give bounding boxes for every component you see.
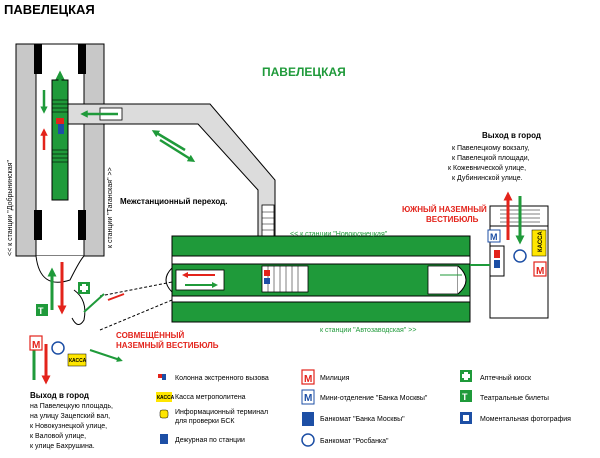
atm-rosbank-icon xyxy=(513,249,527,263)
atm-rosbank-icon-west xyxy=(51,341,65,355)
legend: Колонна экстренного вызова КАССА Касса м… xyxy=(156,369,571,447)
exit-east-line-1: к Павелецкому вокзалу, xyxy=(452,145,529,152)
svg-text:M: M xyxy=(490,232,498,242)
svg-text:M: M xyxy=(536,266,544,277)
legend-item-militia: Милиция xyxy=(320,375,350,382)
emergency-column-icon xyxy=(158,374,164,378)
theatre-tickets-legend-icon xyxy=(460,390,472,402)
svg-text:M: M xyxy=(32,340,40,351)
label-to-novokuznetskaya: << к станции "Новокузнецкая" xyxy=(290,231,388,238)
legend-item-mini-bank: Мини-отделение "Банка Москвы" xyxy=(320,395,428,402)
south-vestibule xyxy=(470,191,549,319)
exit-east-title: Выход в город xyxy=(482,131,541,140)
legend-item-photo: Моментальная фотография xyxy=(480,416,571,423)
station-title: ПАВЕЛЕЦКАЯ xyxy=(262,65,346,79)
exit-west-line-1: на Павелецкую площадь, xyxy=(30,403,113,410)
exit-east-line-4: к Дубининской улице. xyxy=(452,174,523,182)
bank-moscow-branch-legend-icon xyxy=(301,389,315,405)
svg-text:КАССА: КАССА xyxy=(69,358,87,364)
exit-west-line-3: к Новокузнецкой улице, xyxy=(30,422,107,430)
legend-item-terminal-2: для проверки БСК xyxy=(175,418,235,425)
theatre-tickets-icon: T xyxy=(36,304,48,316)
combined-vestibule-title-2: НАЗЕМНЫЙ ВЕСТИБЮЛЬ xyxy=(116,341,219,350)
transfer-label: Межстанционный переход. xyxy=(120,197,227,206)
ticket-office-legend-icon xyxy=(156,392,172,402)
pharmacy-icon xyxy=(78,282,90,294)
militia-icon: M xyxy=(533,261,547,277)
militia-icon-west: M xyxy=(29,335,43,351)
legend-item-atm-bank-moscow: Банкомат "Банка Москвы" xyxy=(320,416,405,423)
legend-item-terminal-1: Информационный терминал xyxy=(175,408,268,416)
info-terminal-icon xyxy=(159,409,169,419)
exit-west-line-5: к улице Бахрушина. xyxy=(30,443,95,450)
exit-east-line-2: к Павелецкой площади, xyxy=(452,154,530,162)
label-to-taganskaya: к станции "Таганская" >> xyxy=(107,167,114,248)
right-platform xyxy=(165,235,471,323)
exit-west-line-4: к Валовой улице, xyxy=(30,432,86,440)
legend-item-duty: Дежурная по станции xyxy=(175,437,245,444)
legend-item-theatre: Театральные билеты xyxy=(480,394,549,402)
svg-text:M: M xyxy=(304,374,312,385)
legend-item-emergency: Колонна экстренного вызова xyxy=(175,375,269,382)
label-to-avtozavodskaya: к станции "Автозаводская" >> xyxy=(320,327,416,334)
combined-vestibule xyxy=(29,255,173,385)
exit-east-line-3: к Кожевнической улице, xyxy=(448,164,526,172)
duty-station-icon xyxy=(160,434,168,444)
svg-text:КАССА: КАССА xyxy=(157,395,175,401)
exit-west-line-2: на улицу Зацепский вал, xyxy=(30,412,110,420)
page-title: ПАВЕЛЕЦКАЯ xyxy=(4,2,95,17)
atm-rosbank-legend-icon xyxy=(301,433,315,447)
svg-text:M: M xyxy=(304,393,312,404)
legend-item-pharmacy: Аптечный киоск xyxy=(480,374,532,382)
label-to-dobryninskaya: << к станции "Добрынинская" xyxy=(6,160,14,256)
legend-item-atm-rosbank: Банкомат "Росбанка" xyxy=(320,437,389,445)
left-platform xyxy=(15,43,105,257)
bank-moscow-branch-icon: M xyxy=(487,229,501,243)
combined-vestibule-title-1: СОВМЕЩЁННЫЙ xyxy=(116,331,184,340)
svg-text:КАССА: КАССА xyxy=(538,231,544,252)
svg-text:T: T xyxy=(38,306,44,316)
militia-legend-icon xyxy=(301,369,315,385)
ticket-office-icon-west: КАССА xyxy=(67,353,87,367)
exit-west-title: Выход в город xyxy=(30,391,89,400)
atm-bank-moscow-icon xyxy=(302,412,314,426)
ticket-office-icon: КАССА xyxy=(531,229,547,257)
svg-text:T: T xyxy=(462,392,468,402)
legend-item-kassa: Касса метрополитена xyxy=(175,394,246,401)
south-vestibule-title-2: ВЕСТИБЮЛЬ xyxy=(426,215,479,224)
south-vestibule-title-1: ЮЖНЫЙ НАЗЕМНЫЙ xyxy=(402,205,487,214)
